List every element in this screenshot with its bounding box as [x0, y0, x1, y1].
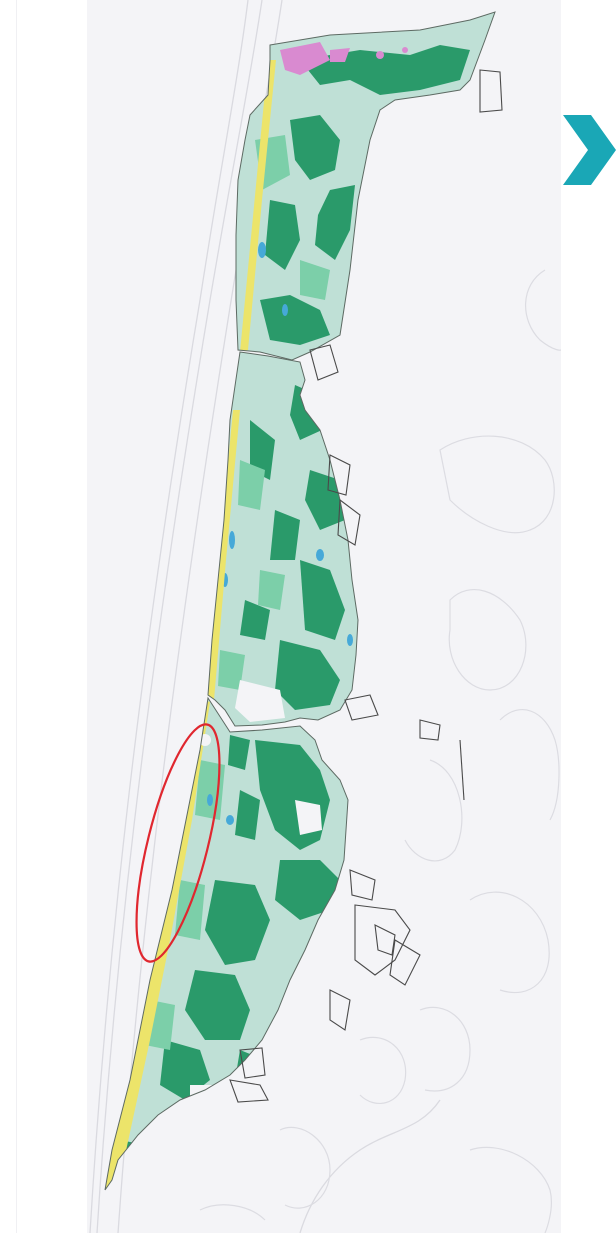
left-margin	[0, 0, 87, 1233]
next-arrow-button[interactable]	[561, 115, 616, 185]
coastal-vegetation-map	[87, 0, 561, 1233]
map-panel[interactable]	[87, 0, 561, 1233]
margin-rule	[16, 0, 17, 1233]
dense-vegetation	[115, 45, 470, 1180]
parcel-outlines	[229, 69, 503, 1103]
dune-outline	[104, 11, 496, 1191]
highlight-ellipse	[135, 723, 221, 963]
right-margin	[561, 0, 616, 1233]
municipal-boundaries	[199, 269, 561, 1233]
chevron-right-icon	[563, 115, 616, 185]
beach-sand	[105, 60, 276, 1190]
sparse-vegetation	[145, 135, 330, 1050]
urban-area	[280, 42, 408, 75]
